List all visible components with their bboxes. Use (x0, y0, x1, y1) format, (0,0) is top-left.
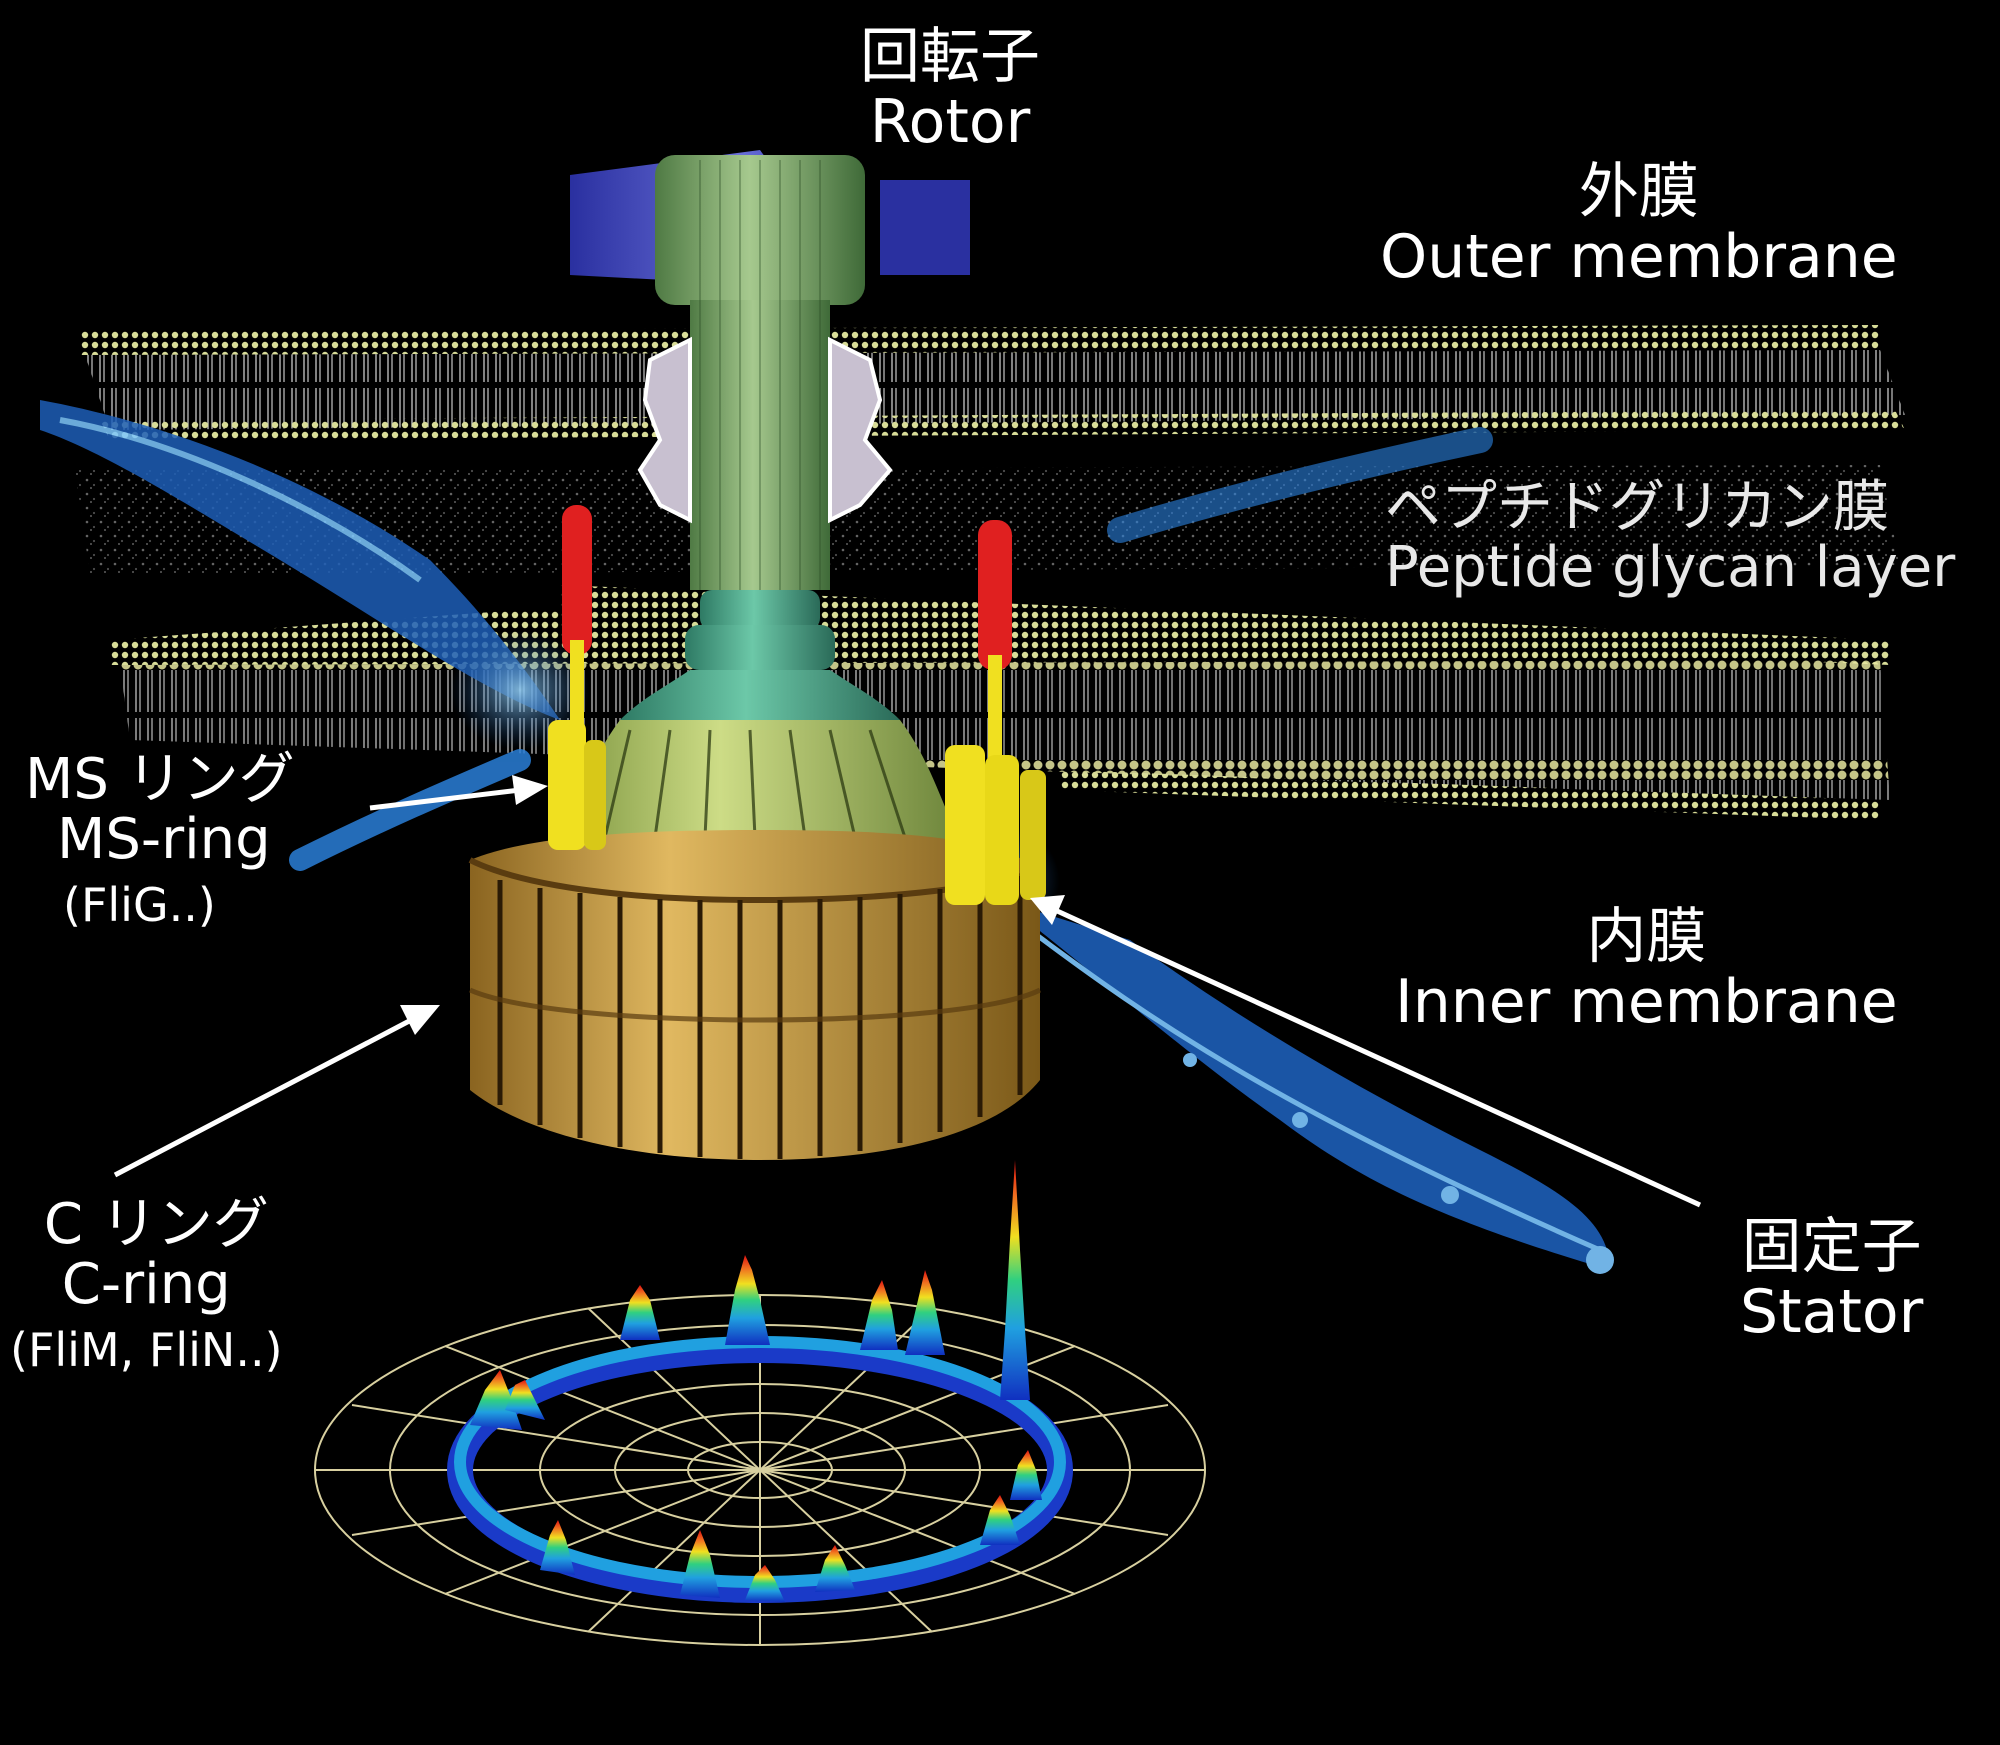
label-inner-membrane: 内膜 Inner membrane (1395, 905, 1898, 1035)
label-stator-jp: 固定子 (1741, 1212, 1922, 1282)
label-ms-ring-jp: MS リング (25, 747, 295, 812)
label-outer-membrane-en: Outer membrane (1380, 221, 1898, 292)
label-c-ring-jp: C リング (43, 1192, 269, 1257)
label-rotor-en: Rotor (869, 86, 1031, 157)
label-rotor: 回転子 Rotor (860, 25, 1040, 155)
c-ring (468, 830, 1042, 1160)
label-c-ring-en: C-ring (61, 1252, 231, 1318)
pointer-c-ring (113, 1005, 440, 1178)
label-outer-membrane-jp: 外膜 (1578, 157, 1699, 227)
label-stator-en: Stator (1740, 1276, 1924, 1347)
label-peptide-glycan-en: Peptide glycan layer (1385, 535, 1956, 601)
label-peptide-glycan: ペプチドグリカン膜 Peptide glycan layer (1385, 475, 1956, 601)
label-inner-membrane-jp: 内膜 (1586, 902, 1707, 972)
stator-left (548, 505, 606, 850)
peptide-glycan-layer (75, 465, 1900, 575)
outer-membrane (80, 325, 1905, 440)
stator-right (945, 520, 1046, 905)
label-ms-ring: MS リング MS-ring (FliG..) (25, 747, 295, 932)
label-rotor-jp: 回転子 (860, 22, 1040, 92)
label-inner-membrane-en: Inner membrane (1395, 966, 1898, 1037)
rotor-rod (637, 155, 893, 670)
label-peptide-glycan-jp: ペプチドグリカン膜 (1385, 475, 1889, 540)
label-c-ring: C リング C-ring (FliM, FliN..) (10, 1192, 283, 1377)
label-c-ring-sub: (FliM, FliN..) (10, 1322, 283, 1377)
label-outer-membrane: 外膜 Outer membrane (1380, 160, 1898, 290)
label-ms-ring-en: MS-ring (57, 807, 271, 873)
pointer-ms-ring (369, 775, 548, 811)
label-stator: 固定子 Stator (1740, 1215, 1923, 1345)
ion-stream-left (40, 400, 590, 871)
polar-intensity-plot (314, 1160, 1206, 1646)
label-ms-ring-sub: (FliG..) (63, 877, 216, 932)
pointer-stator (1030, 895, 1702, 1208)
